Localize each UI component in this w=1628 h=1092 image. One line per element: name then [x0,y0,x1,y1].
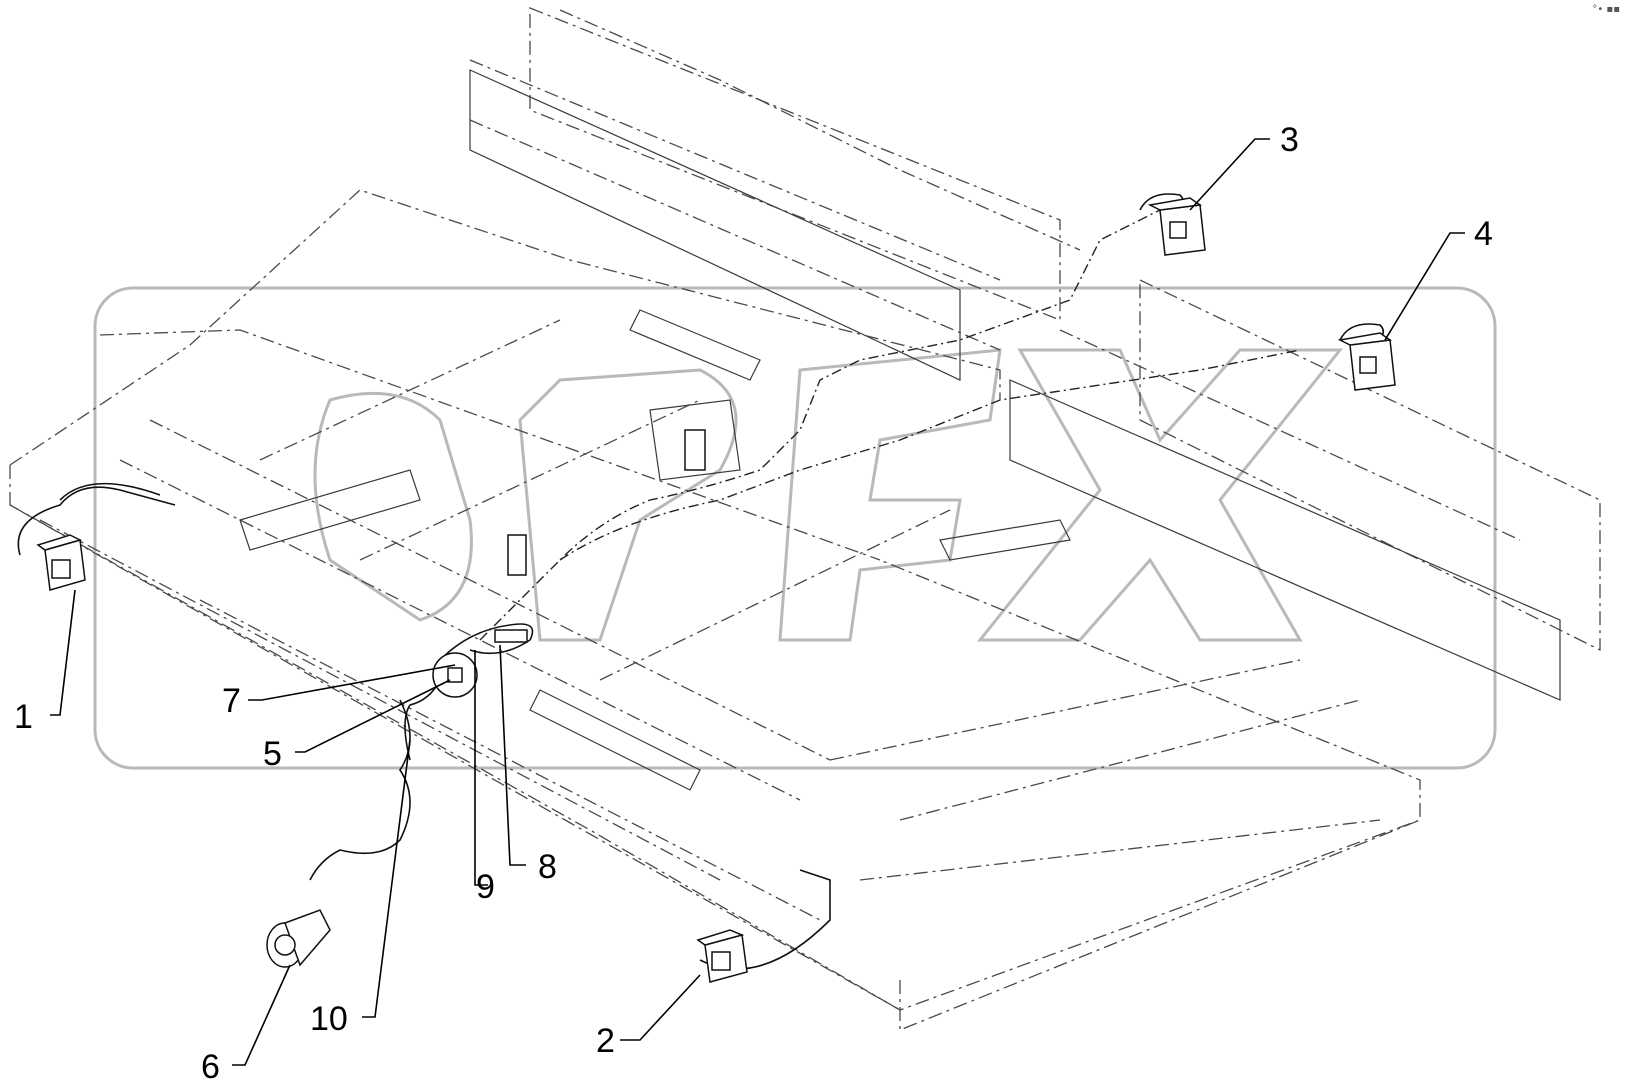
callout-1: 1 [14,698,33,736]
callout-9: 9 [476,868,495,906]
callout-6: 6 [201,1048,220,1086]
callout-5: 5 [263,735,282,773]
callout-3: 3 [1280,121,1299,159]
rear-roller-top [469,7,1081,381]
parts [36,197,1396,983]
callout-2: 2 [596,1022,615,1060]
connector-block [494,429,706,643]
callouts: 1 2 3 4 5 6 7 8 9 10 [14,121,1493,1086]
junction-box-5 [432,652,478,698]
callout-10: 10 [310,1000,348,1038]
wiring-harness [17,193,1385,970]
leader-lines [50,138,1465,1066]
hydraulic-cylinders [239,309,1071,791]
corner-mark: °• ▪▪ [1592,4,1620,15]
light-unit-3 [1147,197,1206,256]
callout-8: 8 [538,848,557,886]
light-unit-1 [36,534,86,591]
rear-roller-right [1009,278,1601,701]
main-frame [9,189,1421,1031]
plug-connector-6 [266,909,331,968]
light-unit-2 [696,929,748,983]
watermark [93,286,1497,770]
callout-7: 7 [222,682,241,720]
callout-4: 4 [1474,215,1493,253]
light-unit-4 [1337,332,1396,391]
